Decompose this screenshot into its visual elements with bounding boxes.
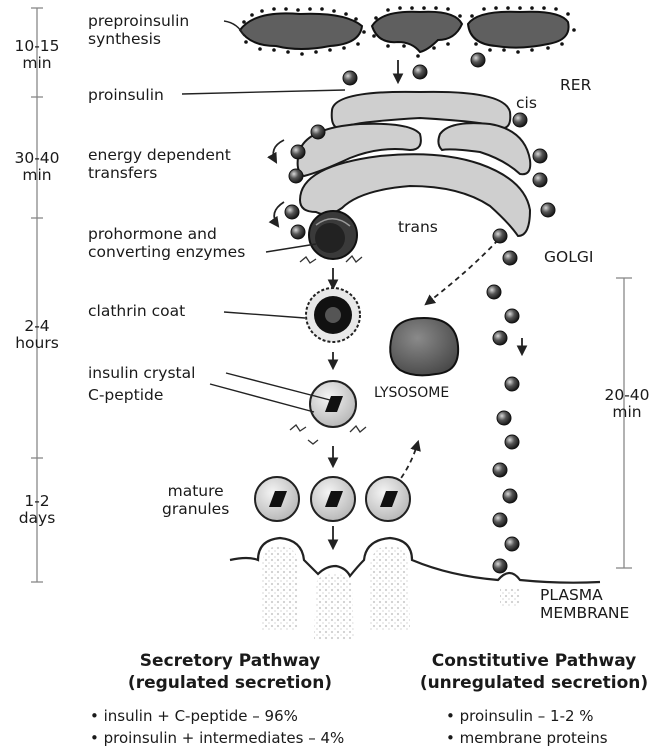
clathrin-coated-vesicle xyxy=(306,288,360,342)
proinsulin-ball xyxy=(505,435,519,449)
constitutive-item-1: proinsulin – 1-2 % xyxy=(446,705,594,727)
label-prohormone: prohormone and converting enzymes xyxy=(88,225,245,261)
timeline-label-1-2-days: 1-2 days xyxy=(10,493,64,527)
proinsulin-ball xyxy=(497,411,511,425)
secretory-item-2: proinsulin + intermediates – 4% xyxy=(90,727,344,749)
label-golgi: GOLGI xyxy=(544,248,593,266)
timeline-label-2-4-hours: 2-4 hours xyxy=(4,318,70,352)
secretory-item-1: insulin + C-peptide – 96% xyxy=(90,705,298,727)
proinsulin-ball xyxy=(533,149,547,163)
label-rer: RER xyxy=(560,76,591,94)
proinsulin-ball xyxy=(503,489,517,503)
right-timeline-axis xyxy=(616,278,632,568)
label-proinsulin: proinsulin xyxy=(88,86,164,104)
timeline-label-20-40-min: 20-40 min xyxy=(596,387,658,421)
proinsulin-ball xyxy=(541,203,555,217)
mature-granules xyxy=(255,477,410,521)
rer-segment-3 xyxy=(468,12,569,48)
label-clathrin-coat: clathrin coat xyxy=(88,302,185,320)
proinsulin-ball xyxy=(533,173,547,187)
constitutive-pathway-subtitle: (unregulated secretion) xyxy=(404,672,664,694)
proinsulin-ball xyxy=(471,53,485,67)
proinsulin-ball xyxy=(505,309,519,323)
crystal-granule xyxy=(310,381,356,427)
proinsulin-ball xyxy=(513,113,527,127)
label-preproinsulin: preproinsulin synthesis xyxy=(88,12,189,48)
label-mature-granules: mature granules xyxy=(162,482,229,518)
proinsulin-ball xyxy=(503,251,517,265)
timeline-label-10-15-min: 10-15 min xyxy=(8,38,66,72)
proinsulin-ball xyxy=(285,205,299,219)
rer-segment-1 xyxy=(240,13,362,49)
label-energy-dependent: energy dependent transfers xyxy=(88,146,231,182)
label-plasma-membrane: PLASMA MEMBRANE xyxy=(540,586,629,622)
proinsulin-ball xyxy=(487,285,501,299)
proinsulin-ball xyxy=(291,145,305,159)
label-insulin-crystal: insulin crystal xyxy=(88,364,195,382)
proinsulin-ball xyxy=(493,463,507,477)
label-trans: trans xyxy=(398,218,438,236)
proinsulin-ball xyxy=(505,537,519,551)
constitutive-pathway-title: Constitutive Pathway xyxy=(404,650,664,672)
proinsulin-ball xyxy=(493,229,507,243)
proinsulin-ball xyxy=(311,125,325,139)
secretory-pathway-title: Secretory Pathway xyxy=(110,650,350,672)
proinsulin-ball xyxy=(493,513,507,527)
proinsulin-ball xyxy=(493,331,507,345)
proinsulin-ball xyxy=(289,169,303,183)
proinsulin-ball xyxy=(505,377,519,391)
proinsulin-ball xyxy=(413,65,427,79)
label-cis: cis xyxy=(516,94,537,112)
proinsulin-ball xyxy=(291,225,305,239)
secretory-pathway-subtitle: (regulated secretion) xyxy=(110,672,350,694)
proinsulin-ball xyxy=(493,559,507,573)
lysosome-shape xyxy=(390,318,458,375)
timeline-label-30-40-min: 30-40 min xyxy=(8,150,66,184)
constitutive-item-2: membrane proteins xyxy=(446,727,608,749)
label-lysosome: LYSOSOME xyxy=(374,384,449,402)
rer-segment-2 xyxy=(372,12,462,52)
proinsulin-ball xyxy=(343,71,357,85)
label-c-peptide: C-peptide xyxy=(88,386,163,404)
prohormone-vesicle xyxy=(309,211,357,259)
